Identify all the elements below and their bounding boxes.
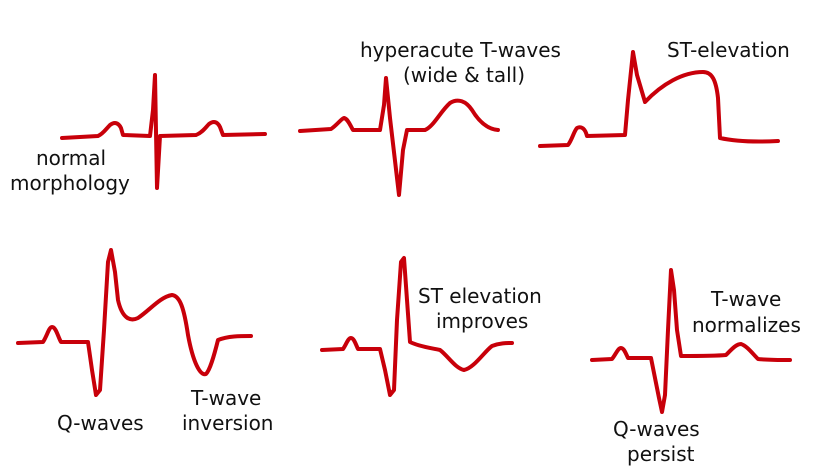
ecg-trace-normal [60, 73, 267, 190]
label-line: normalizes [692, 313, 801, 337]
label-line: (wide & tall) [403, 63, 525, 87]
label-hyperacute-t-waves: hyperacute T-waves (wide & tall) [360, 38, 567, 87]
label-line: ST elevation [418, 284, 542, 308]
label-q-waves-persist: Q-waves persist [613, 417, 706, 466]
label-line: persist [627, 442, 695, 466]
panel-q-waves-t-inversion: Q-waves T-wave inversion [16, 248, 273, 435]
label-line: hyperacute T-waves [360, 38, 561, 62]
label-line: improves [436, 309, 528, 333]
label-t-wave-inversion: T-wave inversion [182, 386, 273, 435]
panel-st-elevation: ST-elevation [538, 38, 790, 148]
label-line: Q-waves [57, 411, 144, 435]
ecg-trace-q-waves-t-inversion [16, 248, 253, 397]
label-normal-morphology: normal morphology [10, 146, 130, 195]
label-line: morphology [10, 171, 130, 195]
label-st-elevation: ST-elevation [667, 38, 790, 62]
label-t-wave-normalizes: T-wave normalizes [692, 287, 801, 337]
label-line: T-wave [710, 287, 781, 311]
label-line: inversion [182, 411, 273, 435]
ecg-trace-st-improves [320, 256, 514, 397]
label-q-waves: Q-waves [57, 411, 144, 435]
ecg-trace-st-elevation [538, 50, 780, 148]
label-line: ST-elevation [667, 38, 790, 62]
ecg-trace-hyperacute [298, 76, 500, 197]
label-line: normal [36, 146, 106, 170]
panel-t-normalizes: T-wave normalizes Q-waves persist [590, 268, 801, 466]
panel-hyperacute: hyperacute T-waves (wide & tall) [298, 38, 567, 197]
panel-normal: normal morphology [10, 73, 267, 195]
ecg-trace-t-normalizes [590, 268, 792, 414]
label-st-elevation-improves: ST elevation improves [418, 284, 548, 333]
panel-st-improves: ST elevation improves [320, 256, 548, 397]
label-line: Q-waves [613, 417, 700, 441]
label-line: T-wave [190, 386, 261, 410]
